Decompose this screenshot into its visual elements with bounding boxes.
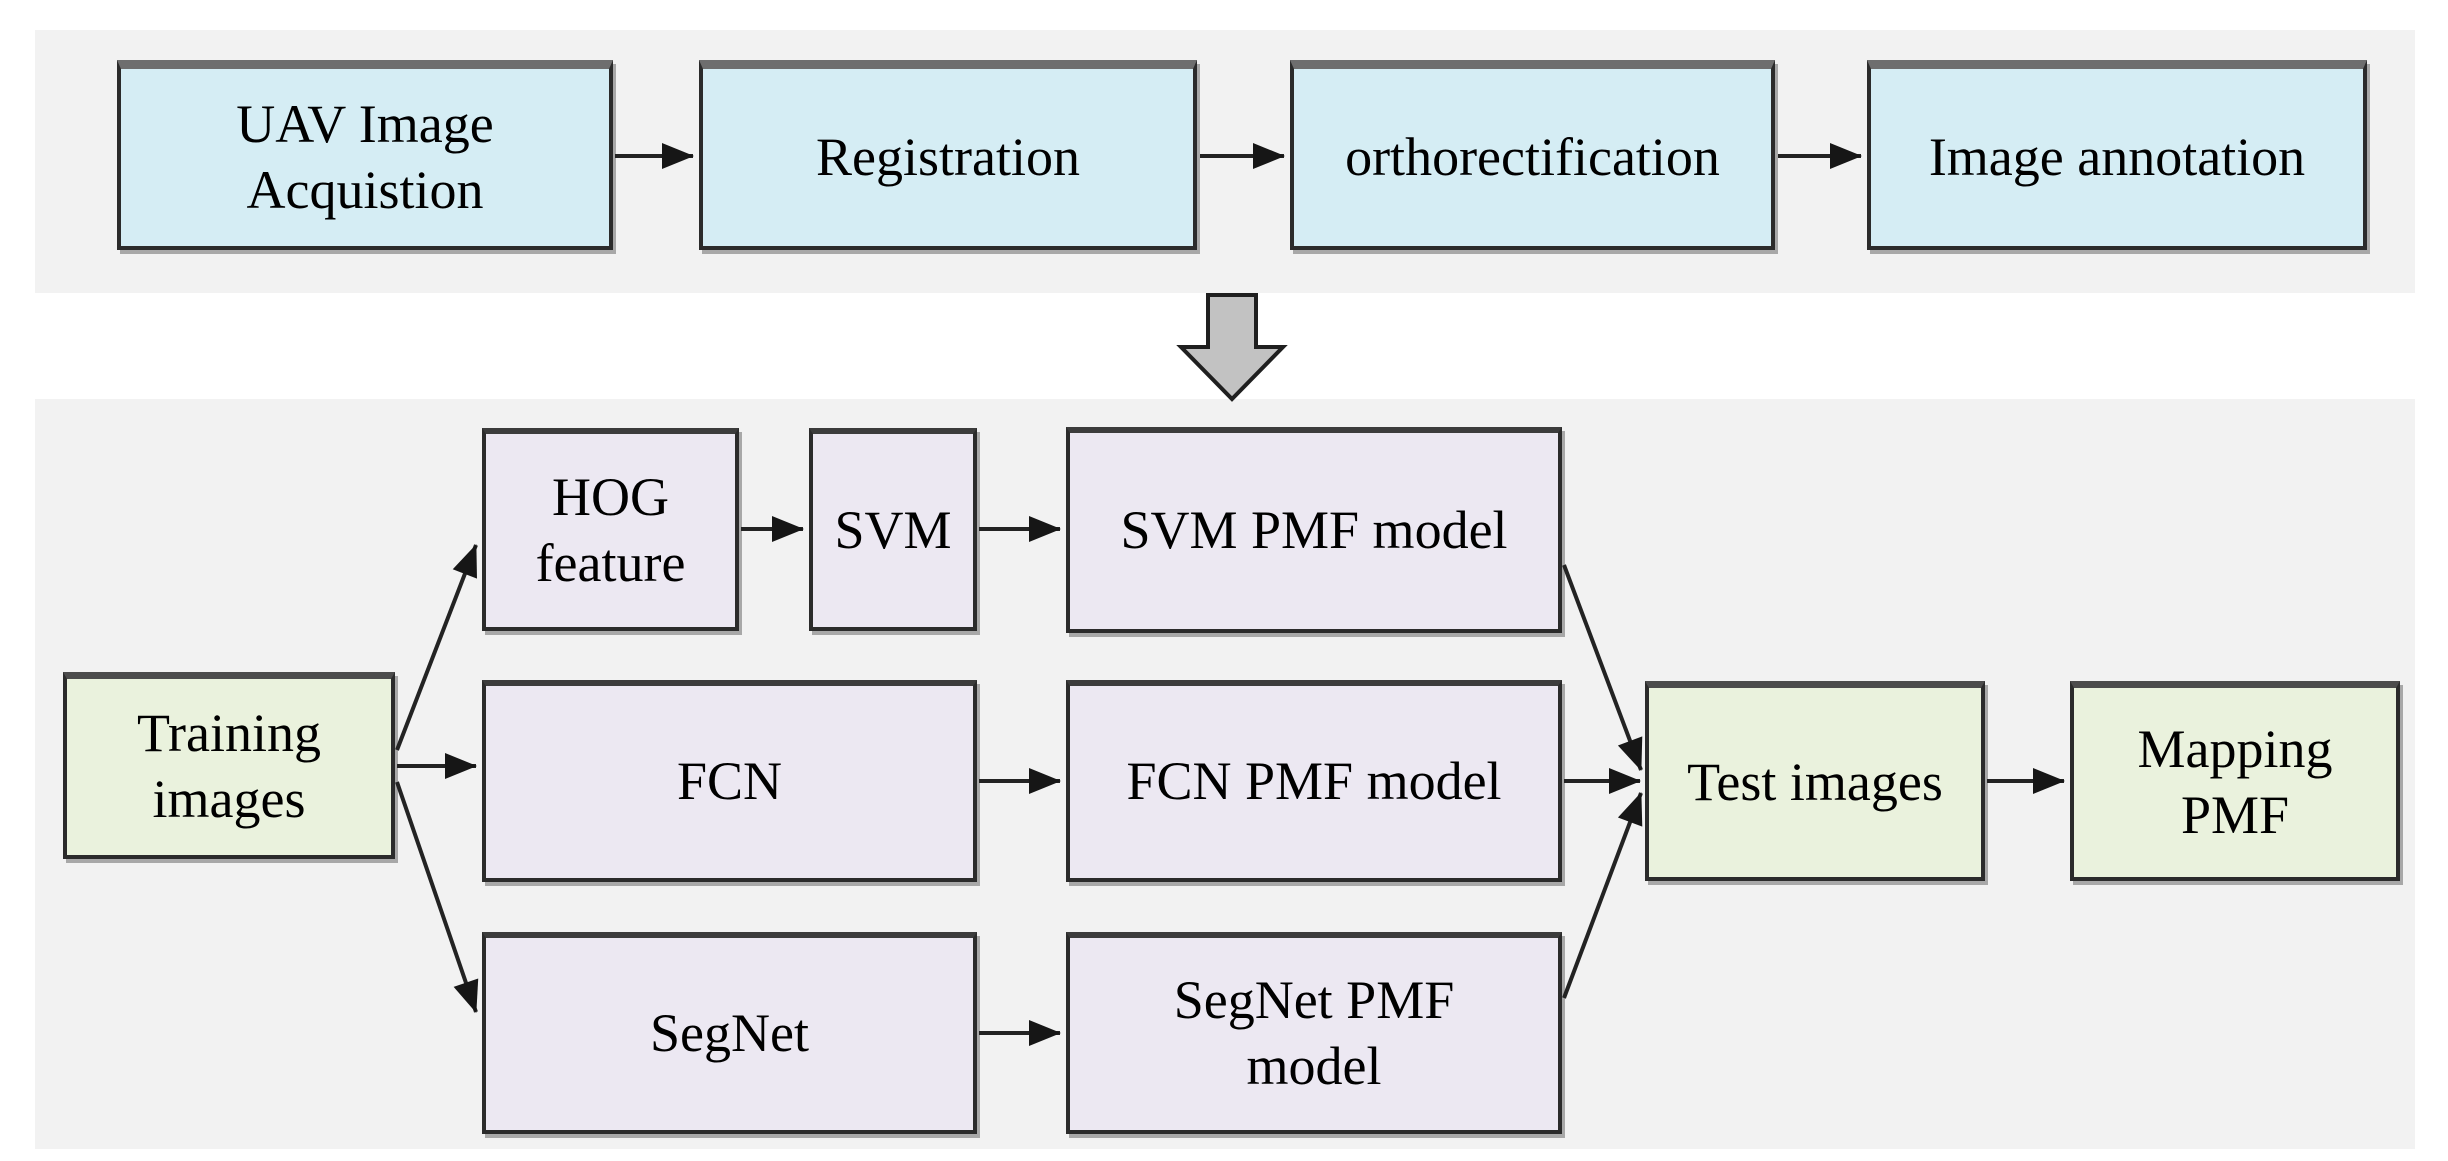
- orthorectification-label: orthorectification: [1345, 126, 1720, 187]
- segnet-pmf-model-label: SegNet PMF model: [1173, 970, 1455, 1096]
- hog-feature-label: HOG feature: [535, 466, 686, 593]
- training-images-label: Training images: [136, 703, 322, 829]
- registration-box: Registration: [699, 60, 1197, 250]
- segnet-label: SegNet: [650, 1003, 809, 1064]
- fcn-label: FCN: [676, 751, 783, 812]
- fcn-pmf-model-label: FCN PMF model: [1126, 751, 1502, 812]
- uav-image-acquisition-label: UAV Image Acquistion: [236, 93, 494, 220]
- segnet-box: SegNet: [482, 932, 977, 1134]
- svm-pmf-model-box: SVM PMF model: [1066, 427, 1562, 633]
- test-images-label: Test images: [1687, 751, 1943, 812]
- uav-image-acquisition-box: UAV Image Acquistion: [117, 60, 613, 250]
- segnet-pmf-model-box: SegNet PMF model: [1066, 932, 1562, 1134]
- section-connector-arrow-icon: [1176, 293, 1288, 402]
- image-annotation-box: Image annotation: [1867, 60, 2367, 250]
- registration-label: Registration: [816, 126, 1080, 187]
- image-annotation-label: Image annotation: [1928, 126, 2306, 187]
- svm-pmf-model-label: SVM PMF model: [1120, 500, 1508, 561]
- hog-feature-box: HOG feature: [482, 428, 739, 631]
- mapping-pmf-box: Mapping PMF: [2070, 681, 2400, 881]
- training-images-box: Training images: [63, 672, 395, 859]
- orthorectification-box: orthorectification: [1290, 60, 1775, 250]
- svm-label: SVM: [834, 499, 952, 560]
- fcn-pmf-model-box: FCN PMF model: [1066, 680, 1562, 882]
- svm-box: SVM: [809, 428, 977, 631]
- mapping-pmf-label: Mapping PMF: [2137, 718, 2333, 845]
- test-images-box: Test images: [1645, 681, 1985, 881]
- fcn-box: FCN: [482, 680, 977, 882]
